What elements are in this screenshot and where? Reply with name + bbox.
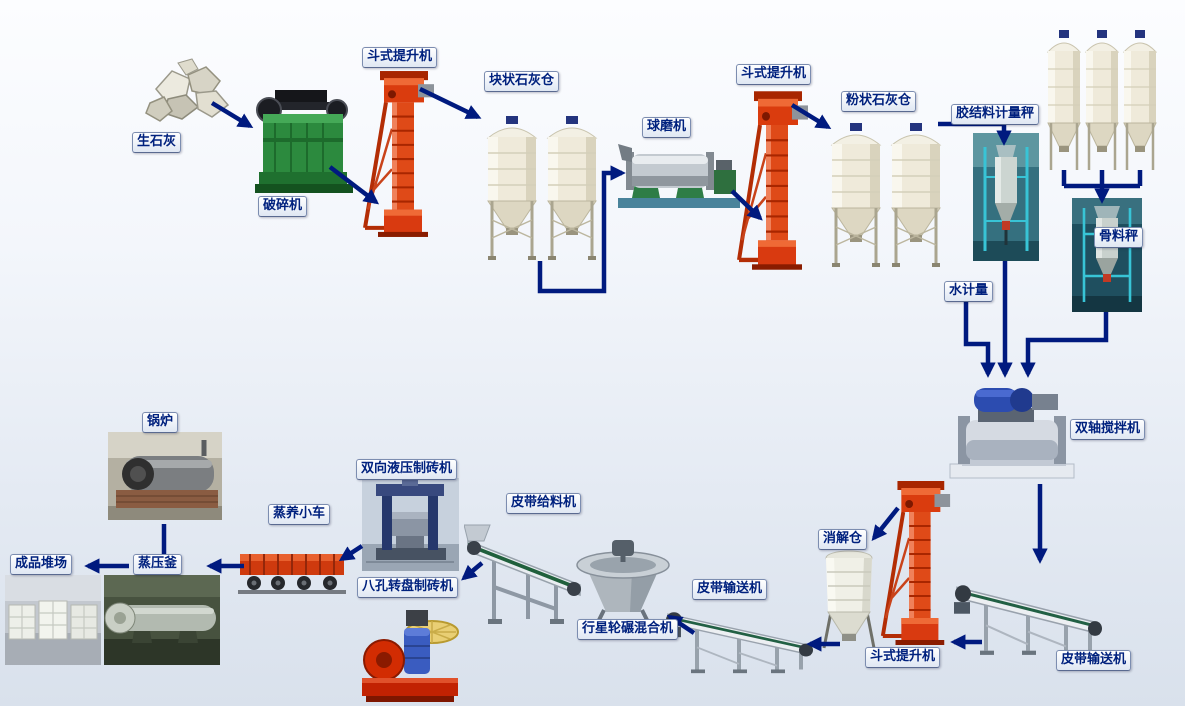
bucket-elevator-1-image bbox=[358, 68, 438, 240]
product-yard-image bbox=[5, 575, 101, 665]
steam-curing-cart-image bbox=[238, 540, 346, 602]
boiler-image bbox=[108, 432, 222, 520]
powder-lime-silo-image bbox=[830, 115, 942, 273]
label-belt-conveyor-2: 皮带输送机 bbox=[1056, 650, 1132, 672]
label-crusher: 破碎机 bbox=[258, 196, 308, 218]
label-boiler: 锅炉 bbox=[142, 412, 179, 434]
autoclave-image bbox=[104, 575, 220, 665]
binder-metering-scale-image bbox=[973, 133, 1039, 261]
belt-conveyor-1-image bbox=[663, 592, 815, 675]
lump-lime-silo-image bbox=[486, 108, 598, 266]
twin-shaft-mixer-image bbox=[948, 378, 1076, 482]
belt-feeder-image bbox=[464, 515, 586, 625]
label-quicklime: 生石灰 bbox=[132, 132, 182, 154]
label-ball-mill: 球磨机 bbox=[642, 117, 692, 139]
label-aggregate-scale: 骨料秤 bbox=[1094, 227, 1144, 249]
digestion-silo-image bbox=[816, 546, 882, 652]
label-bucket-elevator-2: 斗式提升机 bbox=[736, 64, 812, 86]
planetary-mixer-image bbox=[574, 538, 672, 623]
label-bucket-elevator-1: 斗式提升机 bbox=[362, 47, 438, 69]
belt-conveyor-2-image bbox=[952, 562, 1104, 657]
label-bucket-elevator-3: 斗式提升机 bbox=[865, 647, 941, 669]
hydraulic-brick-machine-image bbox=[362, 478, 459, 571]
label-rotary-brick-machine: 八孔转盘制砖机 bbox=[357, 577, 459, 599]
label-powder-lime-silo: 粉状石灰仓 bbox=[841, 91, 917, 113]
label-water-metering: 水计量 bbox=[944, 281, 994, 303]
quicklime-rocks-image bbox=[140, 55, 240, 130]
label-planetary-mixer: 行星轮碾混合机 bbox=[577, 619, 679, 641]
ball-mill-image bbox=[618, 132, 740, 212]
label-digestion-silo: 消解仓 bbox=[818, 529, 868, 551]
bucket-elevator-2-image bbox=[732, 88, 812, 273]
label-product-yard: 成品堆场 bbox=[10, 554, 73, 576]
label-hydraulic-brick-machine: 双向液压制砖机 bbox=[356, 459, 458, 481]
label-autoclave: 蒸压釜 bbox=[133, 554, 183, 576]
label-steam-curing-cart: 蒸养小车 bbox=[268, 504, 331, 526]
label-lump-lime-silo: 块状石灰仓 bbox=[484, 71, 560, 93]
label-binder-metering-scale: 胶结料计量秤 bbox=[951, 104, 1040, 126]
bucket-elevator-3-image bbox=[876, 478, 954, 648]
aggregate-silos-image bbox=[1046, 18, 1158, 183]
label-belt-conveyor-1: 皮带输送机 bbox=[692, 579, 768, 601]
jaw-crusher-image bbox=[255, 80, 355, 198]
rotary-brick-machine-image bbox=[360, 598, 462, 704]
aggregate-scale-image bbox=[1072, 198, 1142, 312]
label-twin-shaft-mixer: 双轴搅拌机 bbox=[1070, 419, 1146, 441]
label-belt-feeder: 皮带给料机 bbox=[506, 493, 582, 515]
